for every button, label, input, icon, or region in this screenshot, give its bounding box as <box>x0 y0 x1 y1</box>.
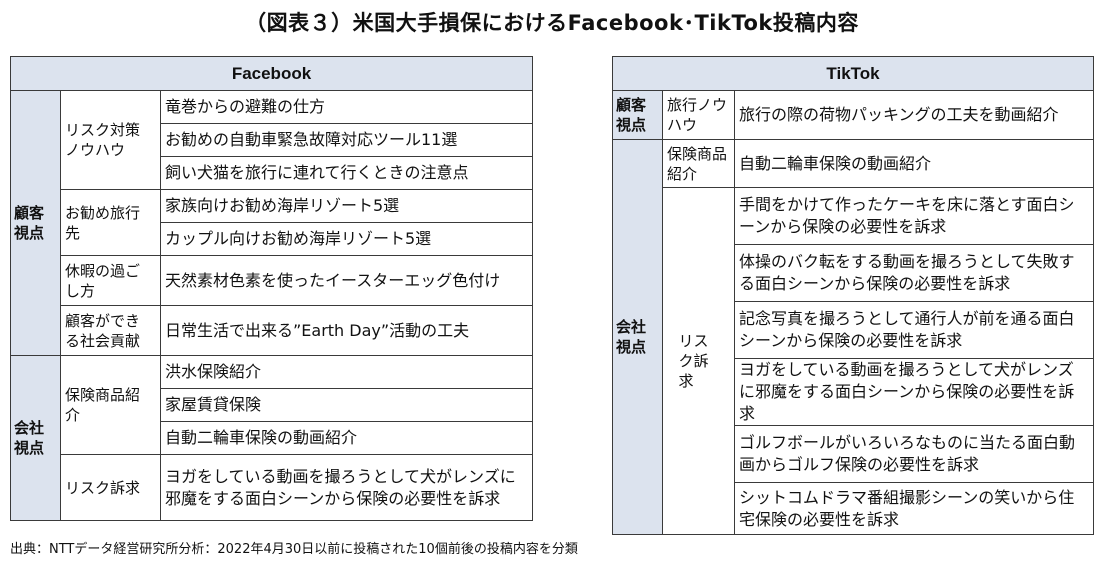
facebook-subgroup-risk-appeal: リスク訴求 <box>60 454 161 521</box>
tiktok-item: 旅行の際の荷物パッキングの工夫を動画紹介 <box>733 90 1095 140</box>
tiktok-item: 手間をかけて作ったケーキを床に落とす面白シーンから保険の必要性を訴求 <box>733 187 1095 245</box>
facebook-header: Facebook <box>10 56 533 91</box>
tiktok-table: TikTok 顧客視点 旅行ノウハウ 旅行の際の荷物パッキングの工夫を動画紹介 … <box>611 56 1095 535</box>
tiktok-item: 体操のバク転をする動画を撮ろうとして失敗する面白シーンから保険の必要性を訴求 <box>733 244 1095 302</box>
facebook-subgroup-social: 顧客ができる社会貢献 <box>60 305 161 356</box>
figure-title: （図表３）米国大手損保におけるFacebook･TikTok投稿内容 <box>245 11 859 35</box>
facebook-item: 家屋賃貸保険 <box>160 388 533 422</box>
tiktok-subgroup-travel-knowhow: 旅行ノウハウ <box>662 90 735 140</box>
tiktok-header: TikTok <box>611 56 1095 91</box>
tiktok-item: ゴルフボールがいろいろなものに当たる面白動画からゴルフ保険の必要性を訴求 <box>733 425 1095 483</box>
facebook-item: お勧めの自動車緊急故障対応ツール11選 <box>160 123 533 157</box>
facebook-group-customer: 顧客視点 <box>10 90 61 356</box>
tiktok-item: ヨガをしている動画を撮ろうとして犬がレンズに邪魔をする面白シーンから保険の必要性… <box>733 358 1095 426</box>
facebook-item: 洪水保険紹介 <box>160 355 533 389</box>
facebook-subgroup-holiday: 休暇の過ごし方 <box>60 255 161 306</box>
tiktok-group-customer: 顧客視点 <box>612 90 663 140</box>
facebook-item: 自動二輪車保険の動画紹介 <box>160 421 533 455</box>
tiktok-group-company: 会社視点 <box>612 139 663 535</box>
facebook-item: カップル向けお勧め海岸リゾート5選 <box>160 222 533 256</box>
facebook-subgroup-travel: お勧め旅行先 <box>60 189 161 256</box>
facebook-item: 家族向けお勧め海岸リゾート5選 <box>160 189 533 223</box>
tiktok-subgroup-products: 保険商品紹介 <box>662 139 735 188</box>
source-note: 出典：NTTデータ経営研究所分析：2022年4月30日以前に投稿された10個前後… <box>10 542 578 557</box>
tiktok-item: 自動二輪車保険の動画紹介 <box>733 139 1095 188</box>
facebook-item: 飼い犬猫を旅行に連れて行くときの注意点 <box>160 156 533 190</box>
facebook-item: 天然素材色素を使ったイースターエッグ色付け <box>160 255 533 306</box>
tiktok-item: 記念写真を撮ろうとして通行人が前を通る面白シーンから保険の必要性を訴求 <box>733 301 1095 359</box>
tiktok-item: シットコムドラマ番組撮影シーンの笑いから住宅保険の必要性を訴求 <box>733 482 1095 535</box>
facebook-table: Facebook 顧客視点 リスク対策ノウハウ 竜巻からの避難の仕方 お勧めの自… <box>10 56 533 521</box>
facebook-group-company: 会社視点 <box>10 355 61 521</box>
facebook-item: ヨガをしている動画を撮ろうとして犬がレンズに邪魔をする面白シーンから保険の必要性… <box>160 454 533 521</box>
facebook-item: 日常生活で出来る”Earth Day”活動の工夫 <box>160 305 533 356</box>
tiktok-subgroup-risk-appeal: リスク訴求 <box>662 187 735 535</box>
facebook-subgroup-products: 保険商品紹介 <box>60 355 161 455</box>
facebook-item: 竜巻からの避難の仕方 <box>160 90 533 124</box>
facebook-subgroup-risk-knowhow: リスク対策ノウハウ <box>60 90 161 190</box>
